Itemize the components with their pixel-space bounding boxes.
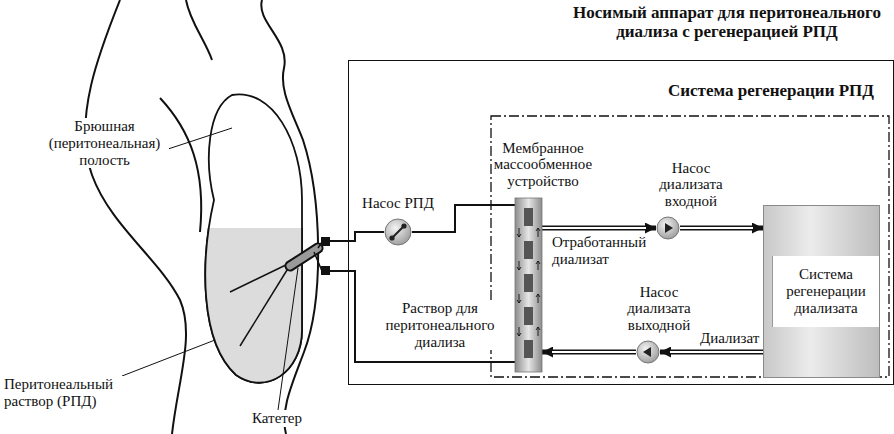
connector-path	[660, 350, 763, 355]
dialysate-line	[680, 228, 763, 229]
pumpL-symbol	[636, 340, 660, 364]
pumpR-symbol	[656, 216, 680, 240]
pump-roller	[389, 235, 394, 240]
peritoneal-fluid	[205, 228, 302, 383]
catheter-label: Катетер	[250, 410, 304, 427]
flow-arrow	[517, 327, 521, 336]
dialysate-line	[660, 352, 763, 353]
connector-path	[542, 350, 636, 355]
back-outline	[85, 0, 186, 434]
flow-arrow	[536, 261, 540, 270]
tube-label: Раствор для перитонеального диализа	[382, 300, 498, 350]
node-text: Система регенерации РПД	[668, 81, 874, 100]
connector-path	[542, 226, 656, 231]
connector-path	[680, 226, 763, 231]
tubing	[330, 232, 515, 362]
catheter-branch	[240, 262, 292, 346]
membrane-element	[524, 241, 533, 259]
pump-direction	[643, 347, 651, 357]
membrane-element	[524, 274, 533, 292]
outlet-pump: Насос диализата выходной	[636, 340, 660, 364]
pump-direction	[665, 223, 673, 233]
flow-arrow	[536, 294, 540, 303]
catheter-line	[314, 252, 322, 271]
line-label: Диализат	[698, 330, 761, 347]
node-text: Насос РПД	[362, 195, 434, 212]
pump-body	[385, 219, 411, 245]
connector-inner	[670, 351, 763, 353]
node-text: Система регенерации диализата	[772, 256, 879, 326]
supply-tube	[330, 232, 384, 241]
connector-inner	[680, 227, 753, 229]
rpd-pump: Насос РПД	[384, 218, 412, 246]
leader-lines	[122, 128, 298, 410]
leader-line	[278, 268, 298, 410]
connector-inner	[552, 351, 636, 353]
leader-line	[165, 128, 232, 150]
flow-arrow	[517, 294, 521, 303]
pump-body	[657, 217, 679, 239]
head-outline	[186, 0, 212, 60]
dash-dot-frame	[491, 116, 889, 377]
connector	[321, 237, 330, 246]
dialysate-line	[542, 352, 636, 353]
membrane-housing	[515, 198, 542, 372]
dialysate-regenerator: Система регенерации диализата	[763, 205, 880, 378]
connector	[321, 266, 330, 275]
line-label: Отработанный диализат	[550, 234, 654, 268]
cavity-label: Брюшная (перитонеальная) полость	[40, 118, 169, 168]
node-text: Насос диализата выходной	[618, 284, 700, 334]
inlet-pump: Насос диализата входной	[656, 216, 680, 240]
fluid-label: Перитонеальный раствор (РПД)	[2, 376, 141, 410]
membrane-element	[524, 208, 533, 226]
membrane-element	[524, 307, 533, 325]
dialysate-line	[542, 228, 656, 229]
body-outline	[85, 0, 318, 434]
leader-line	[122, 340, 215, 376]
membrane-element	[524, 340, 533, 358]
flow-arrow	[536, 228, 540, 237]
catheter	[230, 237, 330, 346]
node-text: Насос диализата входной	[650, 160, 732, 210]
pump-body	[637, 341, 659, 363]
catheter-tube	[290, 248, 318, 266]
flow-arrow	[536, 327, 540, 336]
flow-arrow	[517, 261, 521, 270]
return-tube	[330, 271, 515, 362]
connector-inner	[542, 227, 646, 229]
catheter-tube	[290, 248, 318, 266]
node-text: Мембранное массообменное устройство	[493, 140, 593, 190]
pumpRPD-symbol	[384, 218, 412, 246]
membrane-symbol	[515, 198, 542, 372]
membrane-exchanger: Мембранное массообменное устройство	[515, 198, 542, 372]
flow-arrow	[517, 228, 521, 237]
node-text: Носимый аппарат для перитонеального диал…	[564, 3, 890, 41]
pump-roller	[401, 223, 406, 228]
